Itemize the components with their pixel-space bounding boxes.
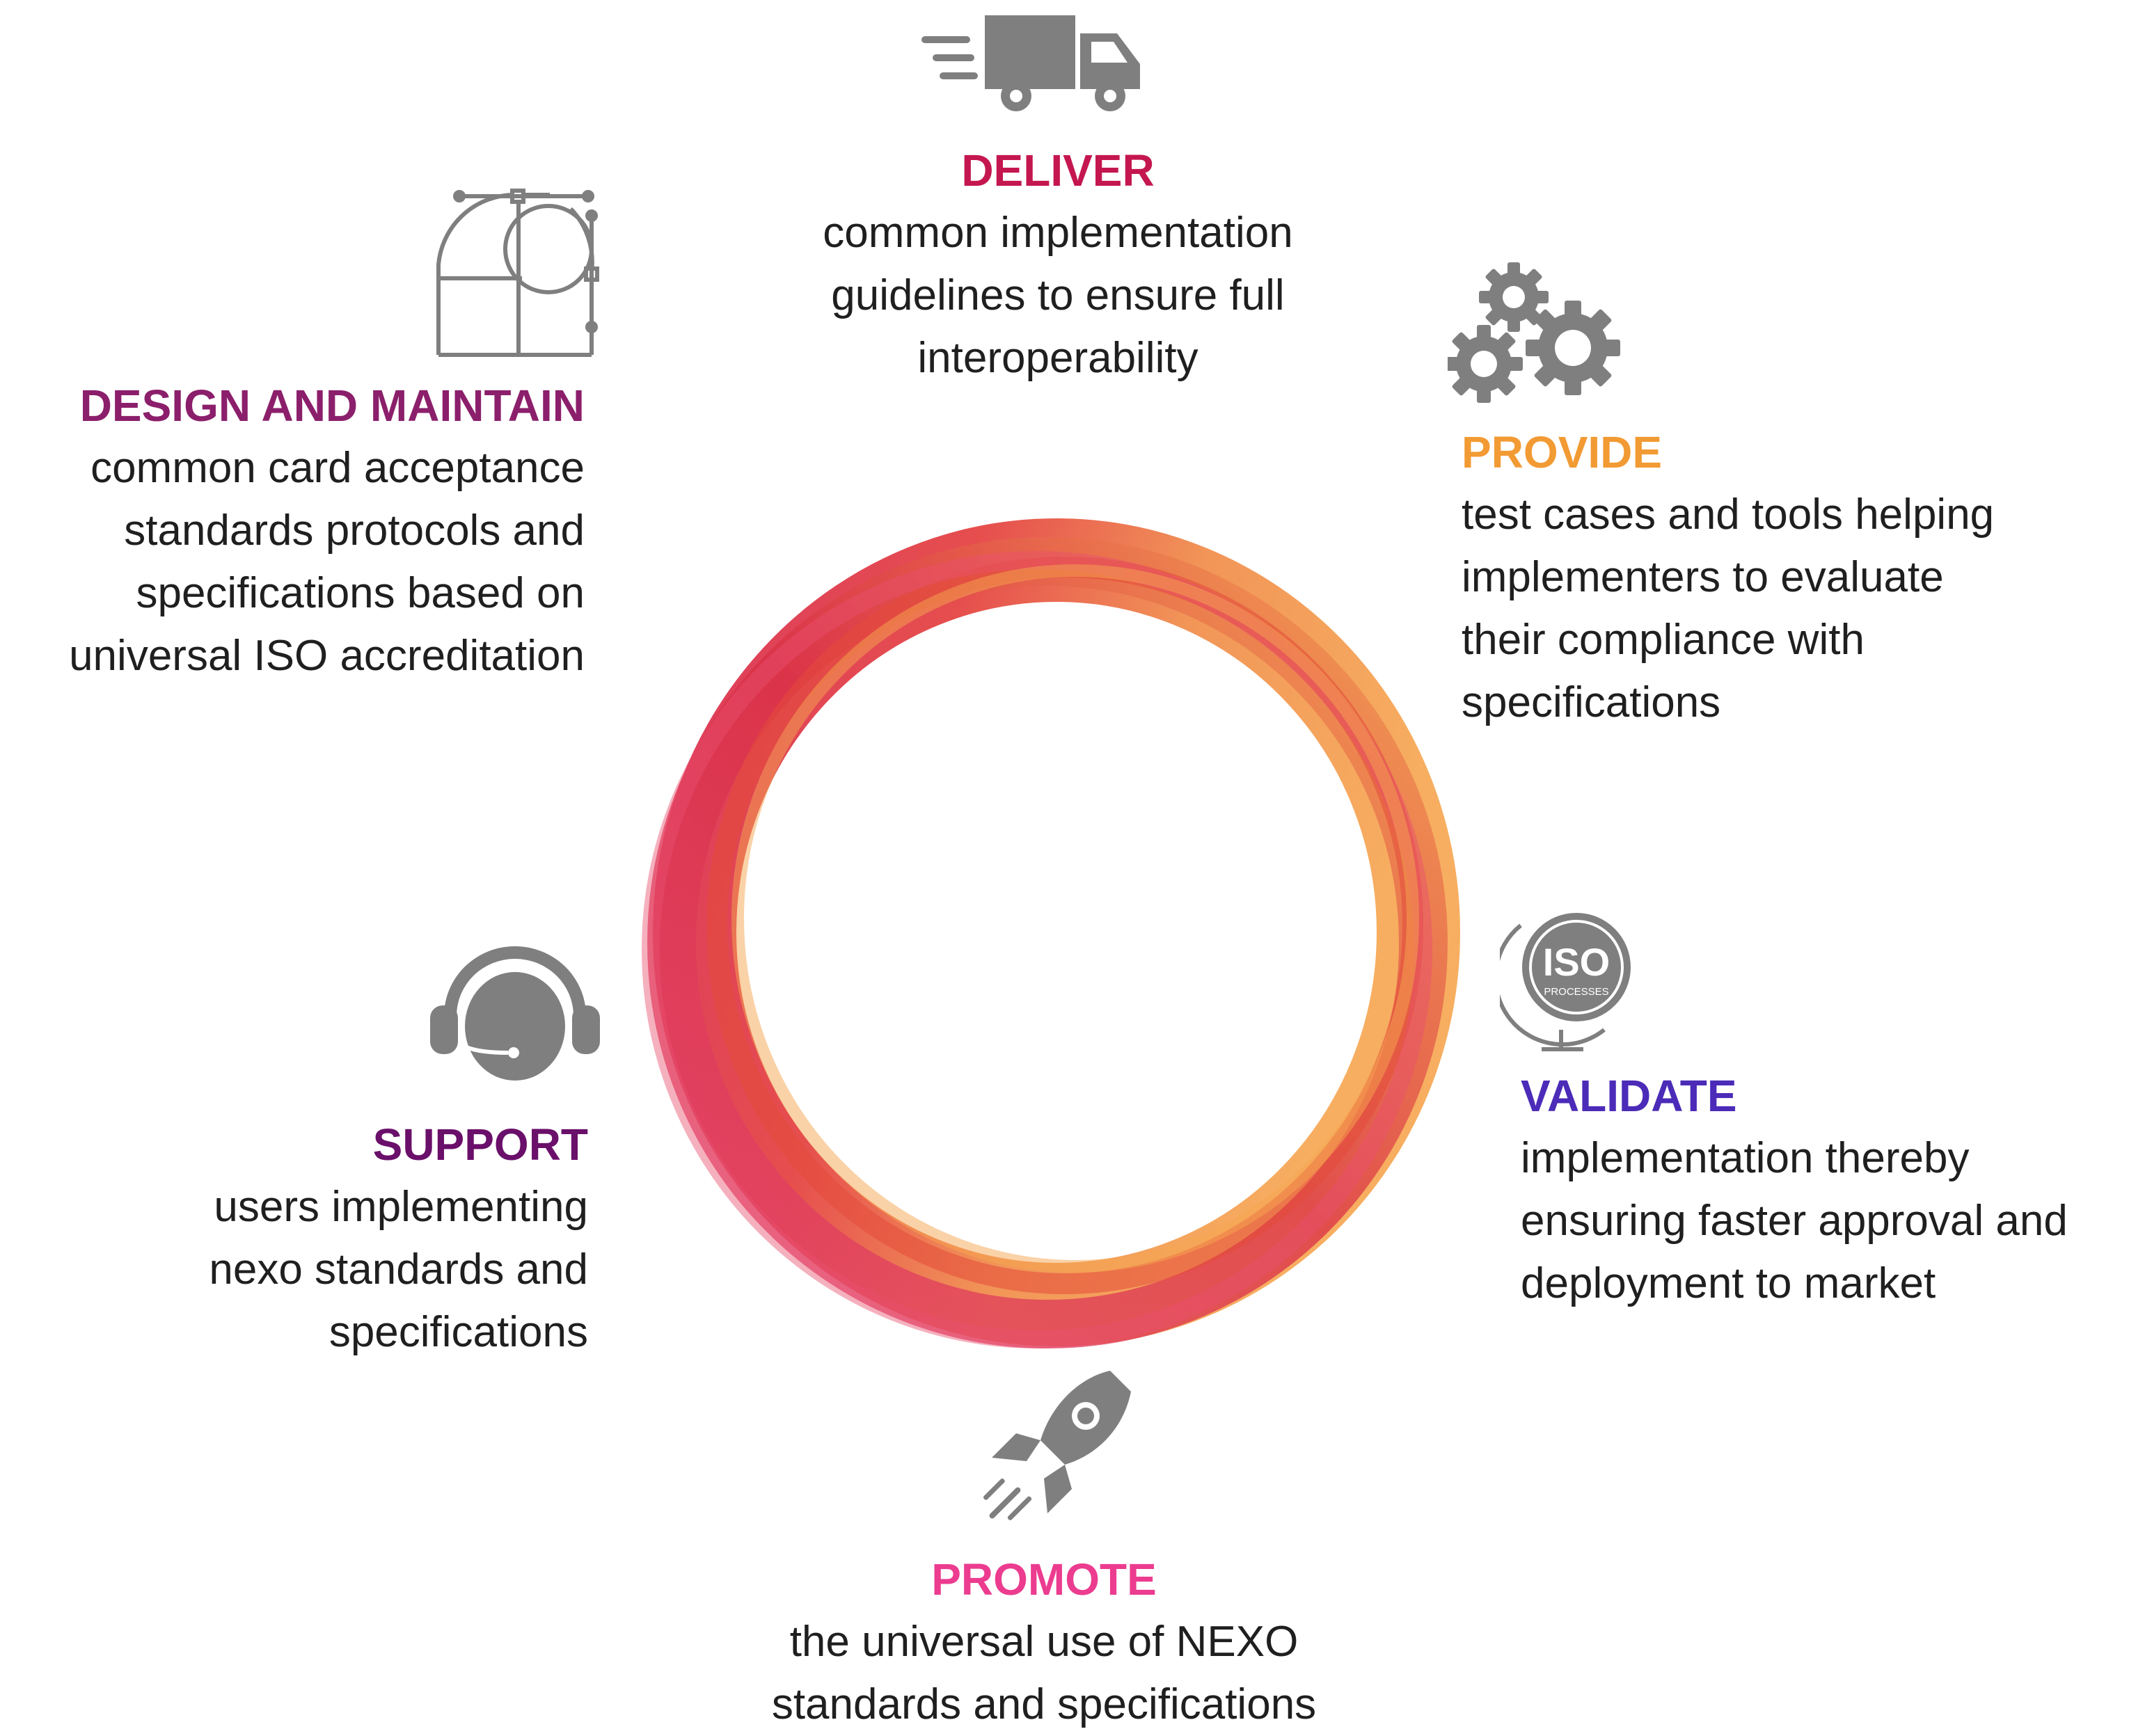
rocket-icon bbox=[983, 1371, 1131, 1520]
provide-line-3: their compliance with bbox=[1462, 616, 1865, 664]
validate-line-1: implementation thereby bbox=[1521, 1134, 1970, 1182]
provide-title: PROVIDE bbox=[1462, 427, 1663, 477]
provide-line-1: test cases and tools helping bbox=[1462, 491, 1995, 539]
deliver-line-3: interoperability bbox=[917, 334, 1198, 382]
support-line-1: users implementing bbox=[214, 1183, 588, 1231]
design-line-1: common card acceptance bbox=[90, 444, 585, 492]
promote-line-1: the universal use of NEXO bbox=[789, 1618, 1299, 1666]
support-title: SUPPORT bbox=[372, 1120, 588, 1170]
provide-line-4: specifications bbox=[1462, 678, 1721, 726]
design-line-4: universal ISO accreditation bbox=[69, 632, 585, 680]
iso-globe-icon: ISO PROCESSES bbox=[1500, 913, 1631, 1051]
promote-line-2: standards and specifications bbox=[771, 1680, 1317, 1728]
design-line-3: specifications based on bbox=[136, 569, 585, 617]
ring-strokes bbox=[642, 518, 1460, 1348]
deliver-title: DELIVER bbox=[961, 145, 1155, 196]
provide-block: PROVIDE test cases and tools helping imp… bbox=[1462, 421, 2116, 734]
design-line-2: standards protocols and bbox=[124, 507, 585, 555]
iso-icon-text: ISO bbox=[1543, 940, 1610, 984]
design-block: DESIGN AND MAINTAIN common card acceptan… bbox=[14, 374, 585, 687]
deliver-line-1: common implementation bbox=[823, 209, 1293, 257]
validate-line-2: ensuring faster approval and bbox=[1521, 1197, 2068, 1245]
headset-icon bbox=[430, 946, 600, 1081]
validate-line-3: deployment to market bbox=[1521, 1259, 1936, 1307]
validate-title: VALIDATE bbox=[1521, 1071, 1737, 1121]
deliver-block: DELIVER common implementation guidelines… bbox=[766, 139, 1350, 390]
design-tool-icon bbox=[436, 189, 599, 357]
provide-line-2: implementers to evaluate bbox=[1462, 553, 1944, 601]
promote-block: PROMOTE the universal use of NEXO standa… bbox=[724, 1548, 1364, 1736]
delivery-truck-icon bbox=[921, 15, 1140, 111]
support-block: SUPPORT users implementing nexo standard… bbox=[70, 1113, 588, 1364]
validate-block: VALIDATE implementation thereby ensuring… bbox=[1521, 1065, 2126, 1315]
support-line-2: nexo standards and bbox=[209, 1245, 588, 1293]
promote-title: PROMOTE bbox=[931, 1554, 1157, 1604]
gears-icon bbox=[1448, 262, 1620, 403]
support-line-3: specifications bbox=[329, 1308, 588, 1356]
design-title: DESIGN AND MAINTAIN bbox=[79, 381, 585, 431]
deliver-line-2: guidelines to ensure full bbox=[831, 271, 1285, 319]
iso-icon-subtext: PROCESSES bbox=[1544, 986, 1608, 998]
